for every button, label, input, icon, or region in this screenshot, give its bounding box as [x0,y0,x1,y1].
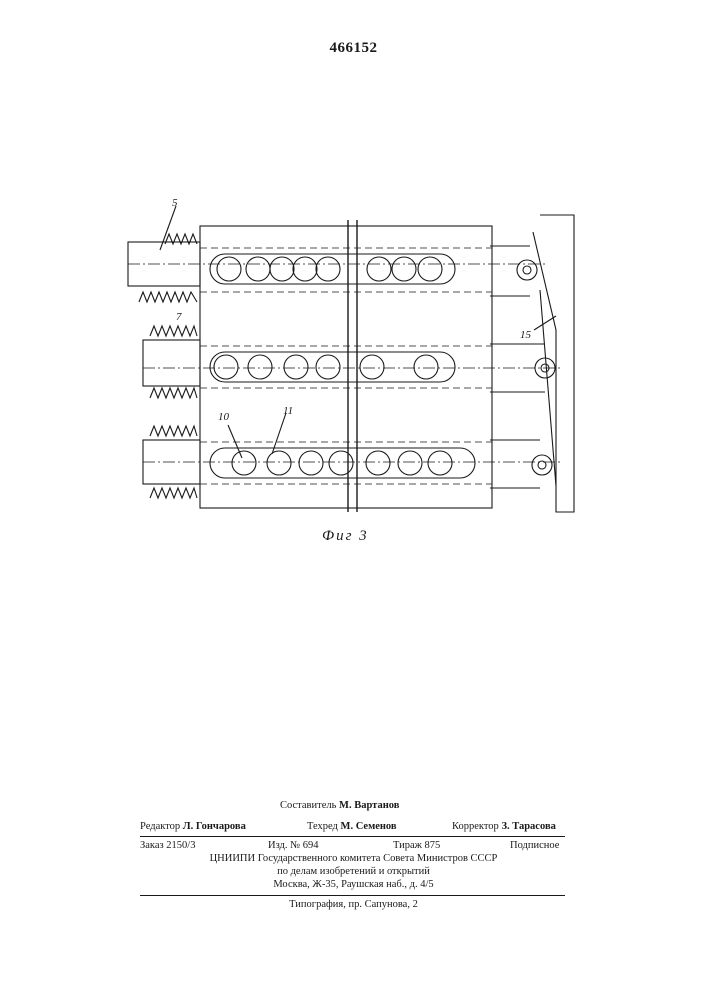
figure-caption: Фиг 3 [322,528,369,545]
row-1 [210,246,537,296]
divider [140,895,565,896]
figure-3-drawing: 5 7 10 11 15 [0,0,707,560]
main-plate [200,226,492,508]
compiler-line: Составитель М. Вартанов [280,800,399,811]
printer-line: Типография, пр. Сапунова, 2 [0,899,707,910]
label-10: 10 [218,411,230,423]
label-11: 11 [283,405,293,417]
spring [150,488,197,498]
techred-line: Техред М. Семенов [307,821,397,832]
label-5: 5 [172,197,178,209]
label-7: 7 [176,311,182,323]
org-line-2: по делам изобретений и открытий [0,866,707,877]
spring [150,326,197,336]
divider [140,836,565,837]
row-3 [210,440,552,488]
edition-number: Изд. № 694 [268,840,319,851]
address-line: Москва, Ж-35, Раушская наб., д. 4/5 [0,879,707,890]
subscription: Подписное [510,840,559,851]
circulation: Тираж 875 [393,840,440,851]
spring [150,426,197,436]
editor-line: Редактор Л. Гончарова [140,821,246,832]
spring [150,388,197,398]
spring [139,292,197,302]
order-number: Заказ 2150/3 [140,840,195,851]
label-15: 15 [520,329,532,341]
rod-middle [143,340,200,386]
corrector-line: Корректор З. Тарасова [452,821,556,832]
org-line-1: ЦНИИПИ Государственного комитета Совета … [0,853,707,864]
